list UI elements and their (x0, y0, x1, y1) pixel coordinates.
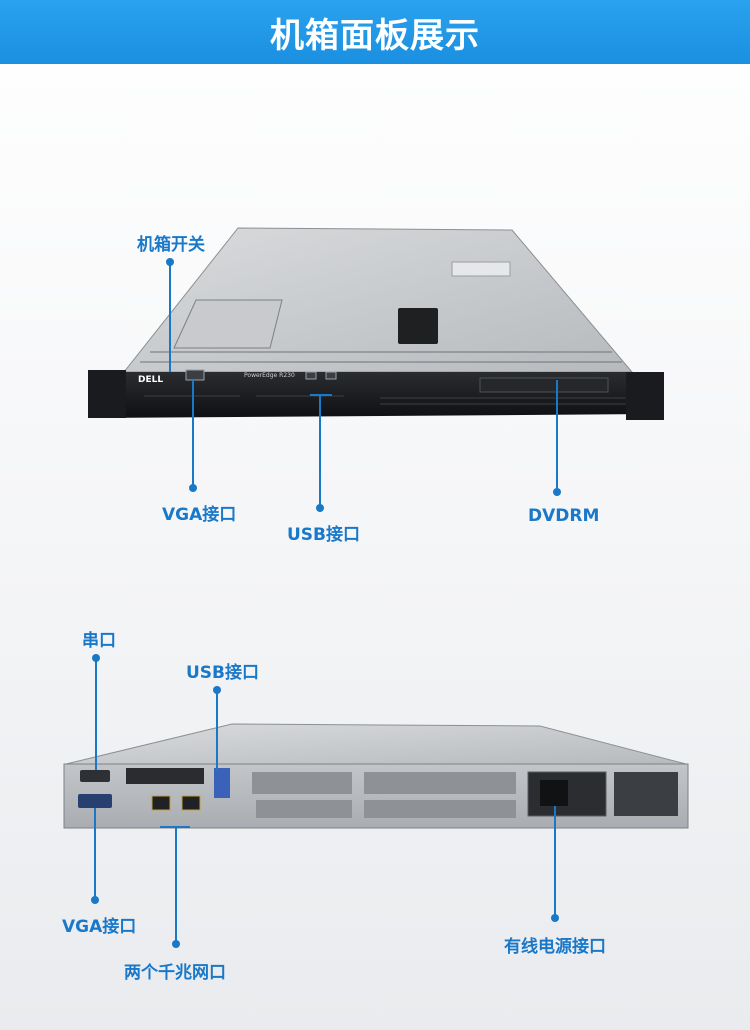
rear-power-label: 有线电源接口 (504, 937, 606, 957)
front-usb-dot (316, 504, 324, 512)
front-vga-label: VGA接口 (162, 505, 237, 525)
front-dvdrm-leader (556, 380, 558, 490)
rear-usb-label: USB接口 (186, 663, 260, 683)
rear-serial-leader (95, 658, 97, 770)
front-model-text: PowerEdge R230 (244, 372, 295, 379)
rear-nic-port-2 (181, 795, 201, 811)
rear-vga-port (78, 794, 112, 808)
front-server-left-ear (88, 370, 126, 418)
rear-vga-label: VGA接口 (62, 917, 137, 937)
rear-pcie-slot (126, 768, 204, 784)
front-usb-port-1 (305, 371, 317, 380)
page-title: 机箱面板展示 (270, 15, 480, 56)
rear-nic-label: 两个千兆网口 (124, 963, 226, 983)
rear-serial-port (80, 770, 110, 782)
front-vga-leader (192, 380, 194, 486)
rear-server-lid (65, 723, 687, 765)
front-vga-port (185, 369, 205, 381)
front-dvd-tray (479, 377, 609, 393)
rear-nic-dot (172, 940, 180, 948)
rear-fan-grill (614, 772, 678, 816)
front-usb-port-2 (325, 371, 337, 380)
front-server-service-tag (451, 261, 511, 277)
front-dvdrm-label: DVDRM (528, 506, 600, 526)
front-power-leader (169, 262, 171, 372)
title-banner: 机箱面板展示 (0, 0, 750, 64)
front-usb-leader (319, 394, 321, 506)
rear-usb-leader (216, 690, 218, 770)
rear-server (63, 723, 689, 829)
front-usb-label: USB接口 (287, 525, 361, 545)
front-server: DELL PowerEdge R230 (88, 227, 664, 420)
rear-power-socket (540, 780, 568, 806)
rear-power-dot (551, 914, 559, 922)
front-power-label: 机箱开关 (137, 235, 205, 255)
front-server-handle (398, 308, 438, 344)
rear-nic-port-1 (151, 795, 171, 811)
rear-vga-dot (91, 896, 99, 904)
front-usb-bracket (310, 394, 332, 396)
rear-serial-label: 串口 (82, 631, 116, 651)
rear-nic-bracket (160, 826, 190, 828)
rear-vga-leader (94, 808, 96, 898)
rear-usb-port (214, 768, 230, 798)
front-server-label-sticker (173, 299, 283, 349)
rear-nic-leader (175, 826, 177, 942)
front-server-right-ear (626, 372, 664, 420)
front-vga-dot (189, 484, 197, 492)
front-dvdrm-dot (553, 488, 561, 496)
rear-power-leader (554, 806, 556, 916)
front-brand-logo: DELL (138, 375, 163, 385)
